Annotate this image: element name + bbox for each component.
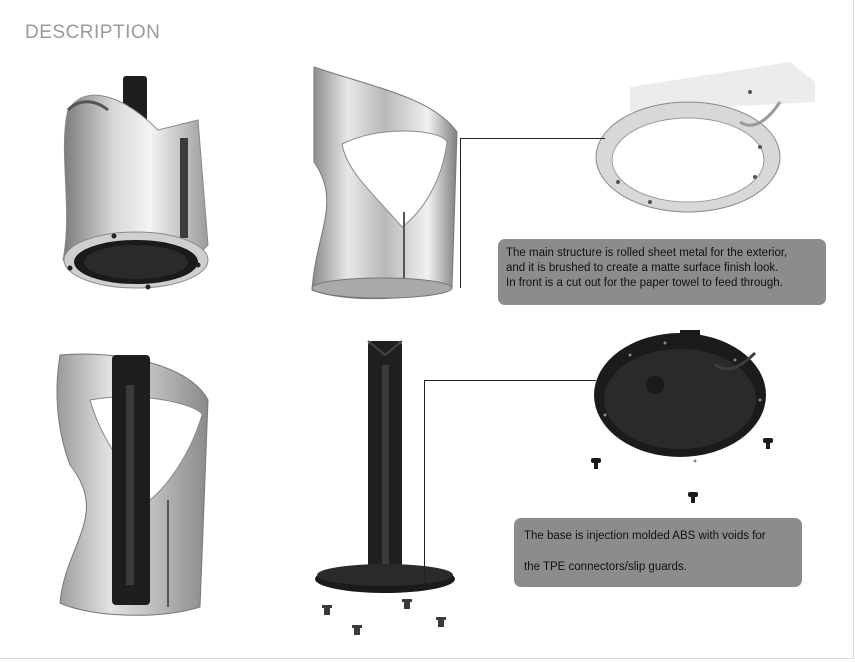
structure-callout-line2: and it is brushed to create a matte surf…	[506, 262, 779, 274]
structure-callout: The main structure is rolled sheet metal…	[498, 239, 826, 305]
base-leader-vertical	[424, 380, 425, 586]
base-disc-render	[591, 330, 773, 503]
ring-detail-render	[595, 62, 815, 213]
base-leader-horizontal	[424, 380, 596, 381]
structure-callout-line1: The main structure is rolled sheet metal…	[506, 247, 788, 259]
base-callout-line2: the TPE connectors/slip guards.	[524, 561, 687, 573]
holder-front-render	[311, 66, 458, 300]
holder-rear-render	[62, 76, 209, 290]
holder-with-rod-render	[56, 353, 209, 616]
page-title: DESCRIPTION	[25, 22, 161, 43]
structure-callout-line3: In front is a cut out for the paper towe…	[506, 277, 783, 289]
structure-leader-vertical	[460, 138, 461, 288]
structure-leader-horizontal	[460, 138, 605, 139]
base-callout-line1: The base is injection molded ABS with vo…	[524, 530, 766, 542]
base-callout: The base is injection molded ABS with vo…	[514, 518, 802, 587]
rod-base-render	[315, 340, 455, 635]
